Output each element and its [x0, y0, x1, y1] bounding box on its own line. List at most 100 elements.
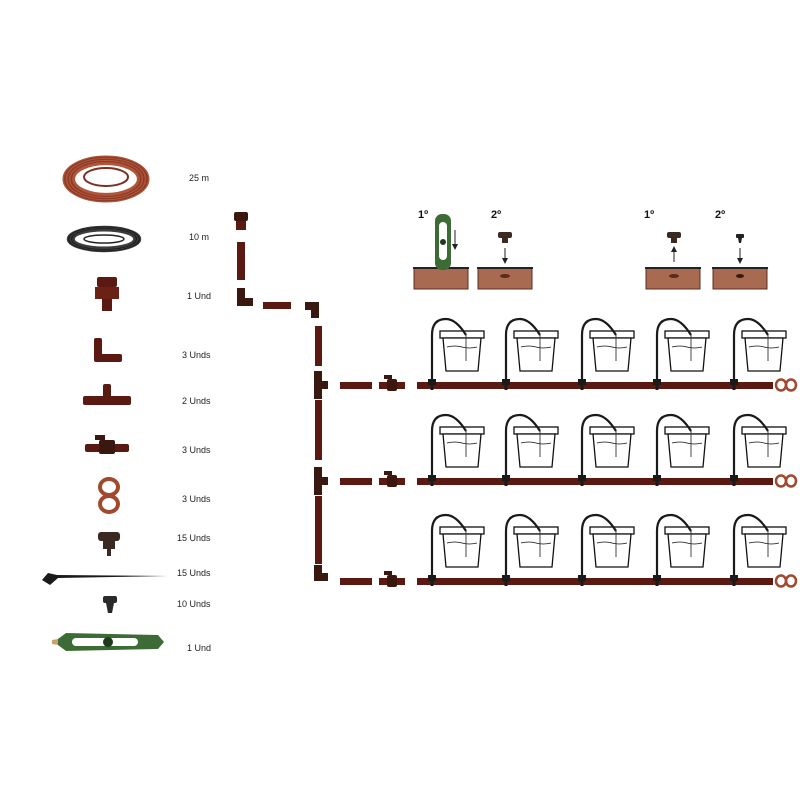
irrigation-row-1 — [314, 317, 798, 399]
dripper-icon — [502, 575, 510, 586]
step-label-plug-first: 1º — [644, 209, 655, 221]
step-hole-plug-insert-icon — [736, 234, 744, 278]
dripper-icon — [730, 475, 738, 486]
hole-punch-tool-icon — [52, 633, 164, 651]
pot-unit — [730, 513, 787, 586]
micro-tube — [732, 317, 769, 379]
plant-pot-icon — [513, 526, 559, 568]
row-end-plug-icon — [774, 378, 798, 392]
row-lateral-pipe — [417, 382, 773, 389]
step-label-install-first: 1º — [418, 209, 429, 221]
tubing-coil-10m-icon — [66, 225, 142, 253]
micro-tube — [655, 317, 692, 379]
pot-unit — [653, 317, 710, 390]
pot-unit — [428, 317, 485, 390]
kit-components-column — [42, 155, 168, 651]
shutoff-valve-icon — [85, 435, 129, 454]
irrigation-row-3 — [314, 513, 798, 588]
irrigation-rows — [314, 317, 798, 588]
micro-tube — [430, 513, 467, 575]
installation-steps — [413, 214, 768, 290]
plant-pot-icon — [439, 330, 485, 372]
end-plug-icon — [98, 477, 120, 514]
pot-unit — [502, 513, 559, 586]
step-pipe-section-1 — [413, 267, 469, 290]
dripper-icon — [428, 379, 436, 390]
step-label-install-second: 2º — [491, 209, 502, 221]
dripper-icon — [502, 379, 510, 390]
micro-tube — [580, 513, 617, 575]
dripper-icon — [730, 379, 738, 390]
main-elbow-2-icon — [305, 302, 319, 318]
dripper-icon — [98, 532, 120, 556]
plant-pot-icon — [589, 426, 635, 468]
qty-label-tubing-10m: 10 m — [189, 232, 210, 242]
pot-unit — [653, 513, 710, 586]
qty-label-tubing-25m: 25 m — [189, 173, 210, 183]
pot-unit — [578, 317, 635, 390]
micro-tube — [655, 413, 692, 475]
tubing-coil-25m-icon — [62, 155, 150, 203]
micro-tube — [655, 513, 692, 575]
pot-unit — [578, 513, 635, 586]
main-elbow-icon — [237, 288, 253, 306]
dripper-icon — [653, 379, 661, 390]
dripper-icon — [428, 575, 436, 586]
dripper-icon — [653, 475, 661, 486]
tee-connector-icon — [83, 384, 131, 405]
stake-icon — [42, 573, 168, 585]
step-label-plug-second: 2º — [715, 209, 726, 221]
row-valve-icon — [379, 471, 405, 487]
dripper-icon — [578, 475, 586, 486]
micro-tube — [504, 413, 541, 475]
qty-label-stake: 15 Unds — [177, 568, 211, 578]
hole-plug-icon — [103, 596, 117, 613]
plant-pot-icon — [664, 330, 710, 372]
qty-label-dripper: 15 Unds — [177, 533, 211, 543]
row-feed-pipe — [340, 382, 372, 389]
step-pipe-section-3 — [645, 267, 701, 290]
main-horizontal-pipe-1 — [263, 302, 291, 309]
plant-pot-icon — [664, 526, 710, 568]
dripper-icon — [428, 475, 436, 486]
dripper-icon — [502, 475, 510, 486]
row-end-plug-icon — [774, 474, 798, 488]
qty-label-hole-plug: 10 Unds — [177, 599, 211, 609]
qty-label-tap-adapter: 1 Und — [187, 291, 212, 301]
micro-tube — [430, 413, 467, 475]
irrigation-row-2 — [314, 413, 798, 495]
dripper-icon — [730, 575, 738, 586]
step-pipe-section-4 — [712, 267, 768, 290]
row-valve-icon — [379, 375, 405, 391]
row-tee-connector-icon — [314, 467, 328, 495]
step-dripper-insert-icon — [498, 232, 512, 278]
plant-pot-icon — [664, 426, 710, 468]
qty-label-valve: 3 Unds — [182, 445, 211, 455]
row-feed-pipe — [340, 578, 372, 585]
main-tap-adapter-icon — [234, 212, 248, 230]
plant-pot-icon — [439, 426, 485, 468]
row-lateral-pipe — [417, 578, 773, 585]
main-vertical-pipe-3 — [315, 400, 322, 460]
micro-tube — [732, 513, 769, 575]
dripper-icon — [578, 379, 586, 390]
pot-unit — [578, 413, 635, 486]
pot-unit — [653, 413, 710, 486]
dripper-icon — [578, 575, 586, 586]
row-tee-connector-icon — [314, 371, 328, 399]
plant-pot-icon — [513, 426, 559, 468]
micro-tube — [504, 317, 541, 379]
plant-pot-icon — [741, 330, 787, 372]
micro-tube — [504, 513, 541, 575]
dripper-icon — [653, 575, 661, 586]
plant-pot-icon — [741, 426, 787, 468]
main-vertical-pipe-top — [237, 242, 245, 280]
micro-tube — [580, 413, 617, 475]
step-dripper-remove-icon — [667, 232, 681, 278]
pot-unit — [502, 317, 559, 390]
micro-tube — [732, 413, 769, 475]
pot-unit — [428, 413, 485, 486]
main-vertical-pipe-4 — [315, 496, 322, 564]
pot-unit — [730, 413, 787, 486]
